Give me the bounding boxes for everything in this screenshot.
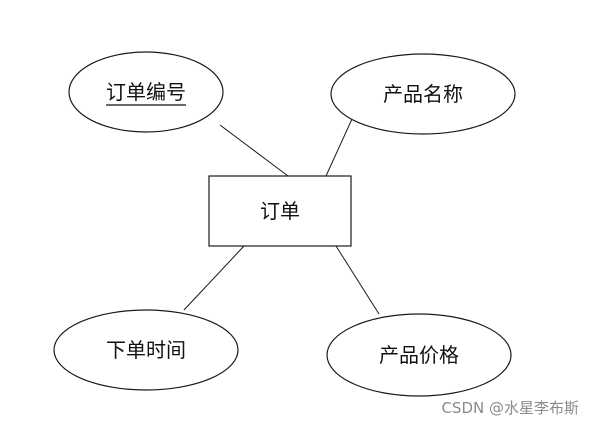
connector-product-name — [325, 118, 353, 177]
attribute-product-price: 产品价格 — [326, 313, 512, 397]
connector-order-time — [183, 245, 245, 311]
attribute-order-number-ellipse — [68, 51, 224, 133]
attribute-order-time: 下单时间 — [53, 309, 239, 391]
attribute-product-name-ellipse — [330, 53, 516, 135]
attribute-product-price-label: 产品价格 — [379, 343, 459, 367]
attribute-order-number-label: 订单编号 — [106, 80, 186, 104]
connector-order-number — [219, 124, 289, 177]
attribute-product-price-ellipse — [326, 313, 512, 397]
attribute-order-number: 订单编号 — [68, 51, 224, 133]
attribute-order-time-ellipse — [53, 309, 239, 391]
entity-order-label: 订单 — [260, 199, 300, 223]
entity-order-box — [208, 175, 352, 247]
entity-order: 订单 — [208, 175, 352, 247]
connector-product-price — [335, 245, 380, 315]
attribute-product-name-label: 产品名称 — [383, 82, 463, 106]
attribute-order-time-label: 下单时间 — [106, 338, 186, 362]
attribute-product-name: 产品名称 — [330, 53, 516, 135]
watermark-text: CSDN @水星李布斯 — [441, 399, 579, 417]
